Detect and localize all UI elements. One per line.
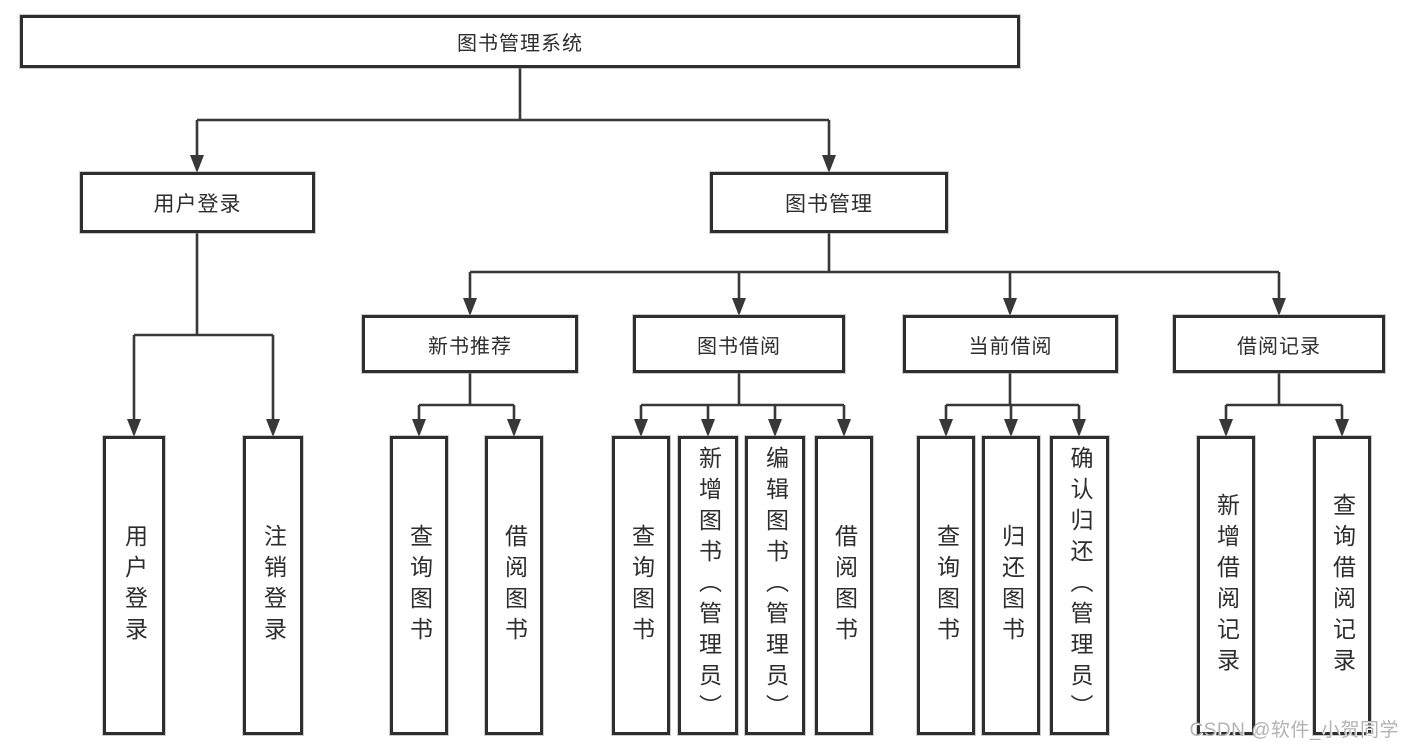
- leaf-borrow-books: 借阅图书: [815, 436, 873, 735]
- leaf-add-books-admin: 新增图书（管理员）: [678, 436, 738, 735]
- node-label: 当前借阅: [968, 335, 1053, 358]
- leaf-edit-books-admin: 编辑图书（管理员）: [745, 436, 805, 735]
- leaf-confirm-return-admin: 确认归还（管理员）: [1050, 436, 1109, 735]
- node-label: 新书推荐: [428, 335, 512, 358]
- node-book-management: 图书管理: [710, 172, 948, 233]
- node-label: 编辑图书（管理员）: [762, 446, 789, 725]
- node-book-borrow: 图书借阅: [633, 315, 845, 373]
- node-label: 图书管理: [785, 192, 873, 216]
- node-label: 新增借阅记录: [1213, 492, 1240, 679]
- node-new-book-recommend: 新书推荐: [362, 315, 578, 373]
- leaf-add-borrow-record: 新增借阅记录: [1197, 436, 1255, 735]
- arrowheads: [127, 155, 1349, 437]
- leaf-query-borrow-record: 查询借阅记录: [1313, 436, 1371, 735]
- node-user-login: 用户登录: [80, 172, 315, 233]
- node-label: 借阅图书: [831, 523, 858, 648]
- node-label: 用户登录: [121, 523, 148, 648]
- node-borrow-records: 借阅记录: [1173, 315, 1385, 373]
- node-label: 查询图书: [933, 523, 960, 648]
- tree-connectors: [132, 68, 1344, 422]
- node-label: 查询图书: [628, 523, 655, 648]
- node-label: 查询图书: [406, 523, 433, 648]
- leaf-current-query-books: 查询图书: [917, 436, 975, 735]
- leaf-user-login: 用户登录: [103, 436, 165, 735]
- node-library-management-system: 图书管理系统: [20, 15, 1020, 68]
- node-label: 用户登录: [153, 192, 242, 216]
- node-label: 图书借阅: [697, 335, 781, 358]
- node-label: 借阅记录: [1237, 335, 1321, 358]
- leaf-recommend-borrow-books: 借阅图书: [485, 436, 543, 735]
- leaf-recommend-query-books: 查询图书: [390, 436, 448, 735]
- node-label: 确认归还（管理员）: [1067, 446, 1093, 725]
- node-label: 图书管理系统: [457, 33, 583, 55]
- leaf-logout: 注销登录: [243, 436, 303, 735]
- leaf-borrow-query-books: 查询图书: [612, 436, 670, 735]
- node-label: 注销登录: [260, 523, 287, 648]
- node-label: 查询借阅记录: [1329, 492, 1356, 679]
- leaf-return-books: 归还图书: [982, 436, 1040, 735]
- node-label: 借阅图书: [501, 523, 528, 648]
- csdn-watermark: CSDN @软件_小贺同学: [1189, 720, 1399, 741]
- node-label: 新增图书（管理员）: [695, 446, 722, 725]
- node-current-borrow: 当前借阅: [903, 315, 1118, 373]
- node-label: 归还图书: [998, 523, 1025, 648]
